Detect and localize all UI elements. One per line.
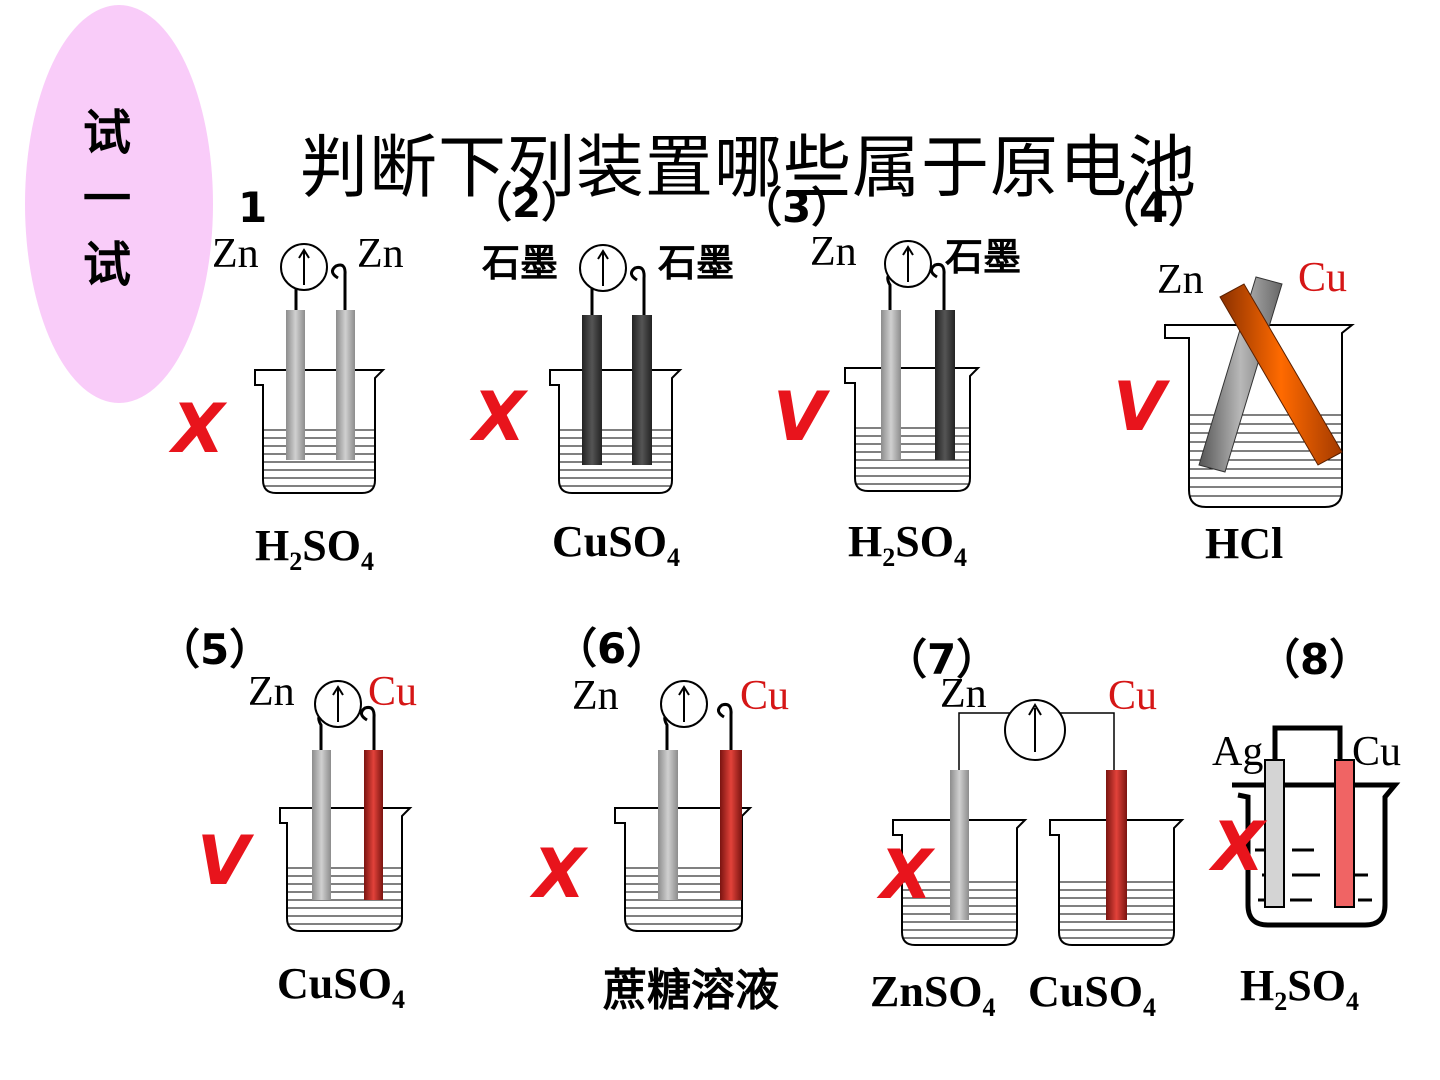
device-3-right-electrode-label: 石墨 [945, 235, 1022, 279]
badge-char-2: 一 [82, 171, 131, 227]
device-5-verdict-mark: V [197, 822, 250, 901]
device-7-left-electrode-label: Zn [940, 671, 987, 717]
device-3-number: （3） [740, 183, 854, 232]
device-7-left-solution-label: ZnSO4 [870, 967, 996, 1022]
device-6-left-electrode-label: Zn [572, 673, 619, 719]
device-1-right-electrode-label: Zn [357, 231, 404, 277]
device-2-left-electrode-label: 石墨 [482, 241, 559, 285]
try-it-badge [25, 5, 213, 403]
device-4-verdict-mark: V [1113, 368, 1166, 447]
device-5-left-electrode-label: Zn [248, 669, 295, 715]
device-2-verdict-mark: X [473, 378, 526, 457]
device-6-verdict-mark: X [533, 835, 586, 914]
device-1-apparatus [254, 243, 386, 494]
device-4-left-electrode-label: Zn [1157, 257, 1204, 303]
device-5-apparatus [279, 680, 413, 932]
device-6-solution-label: 蔗糖溶液 [603, 965, 779, 1016]
device-7-apparatus [892, 699, 1185, 946]
device-7-verdict-mark: X [880, 836, 933, 915]
device-4-solution-label: HCl [1205, 519, 1284, 568]
device-2-number: （2） [470, 178, 584, 227]
device-2-apparatus [549, 244, 683, 494]
device-7-right-electrode-label: Cu [1108, 673, 1158, 719]
device-1-verdict-mark: X [172, 390, 225, 469]
device-8-right-electrode-label: Cu [1352, 729, 1402, 775]
device-5-right-electrode-label: Cu [368, 669, 418, 715]
device-7-number: （7） [885, 635, 999, 684]
device-6-number: （6） [555, 624, 669, 673]
device-3-apparatus [844, 240, 981, 492]
device-4-number: （4） [1097, 183, 1211, 232]
device-1-number: 1 [238, 183, 268, 232]
device-1-left-electrode-label: Zn [212, 231, 259, 277]
device-3-verdict-mark: V [773, 378, 826, 457]
badge-char-3: 试 [82, 237, 131, 293]
device-5-solution-label: CuSO4 [277, 959, 405, 1014]
device-4-right-electrode-label: Cu [1298, 255, 1348, 301]
device-7-right-solution-label: CuSO4 [1028, 967, 1156, 1022]
badge-text: 试 一 试 [72, 100, 142, 298]
device-8-number: （8） [1258, 635, 1372, 684]
device-6-apparatus [614, 680, 753, 932]
device-8-verdict-mark: X [1212, 808, 1265, 887]
device-3-left-electrode-label: Zn [810, 229, 857, 275]
device-5-number: （5） [158, 625, 272, 674]
device-2-solution-label: CuSO4 [552, 517, 680, 572]
page-title: 判断下列装置哪些属于原电池 [300, 129, 1198, 208]
device-6-right-electrode-label: Cu [740, 673, 790, 719]
device-8-apparatus [1232, 725, 1401, 928]
device-8-left-electrode-label: Ag [1212, 729, 1264, 775]
badge-char-1: 试 [82, 105, 131, 161]
device-4-apparatus [1164, 276, 1355, 508]
device-8-solution-label: H2SO4 [1240, 961, 1359, 1016]
device-1-solution-label: H2SO4 [255, 521, 374, 576]
device-3-solution-label: H2SO4 [848, 517, 967, 572]
device-2-right-electrode-label: 石墨 [658, 241, 735, 285]
